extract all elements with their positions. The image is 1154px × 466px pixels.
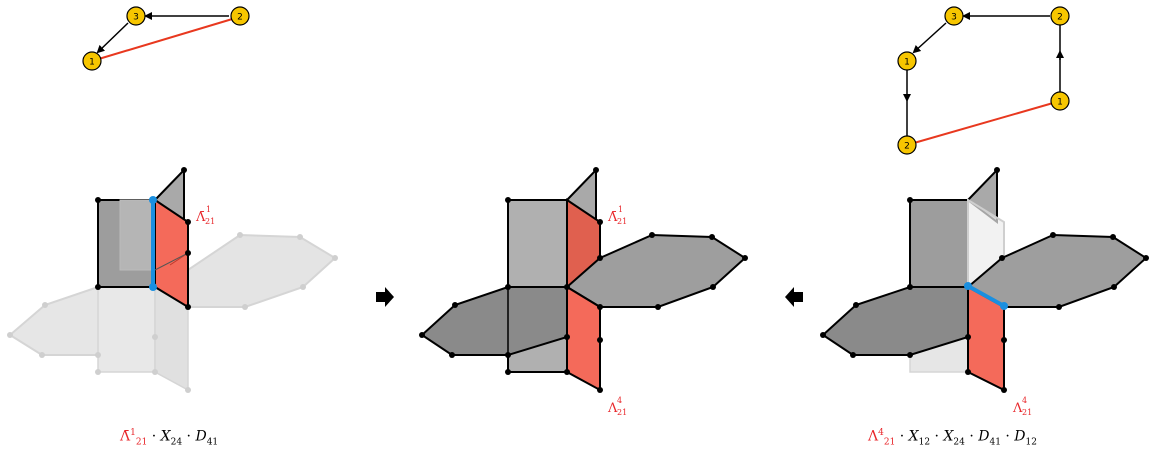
vertices-right xyxy=(820,167,1149,393)
figure-left: Λ̄ 1 21 xyxy=(7,167,338,393)
term-name: X xyxy=(943,428,954,445)
blue-vertex-bottom xyxy=(149,283,157,291)
term-sub: 12 xyxy=(918,437,931,448)
svg-text:4: 4 xyxy=(617,396,622,405)
label-right-bottom: Λ 4 21 xyxy=(1012,396,1032,417)
svg-text:1: 1 xyxy=(618,205,623,214)
blue-edge xyxy=(967,284,1005,308)
svg-text:2: 2 xyxy=(237,13,243,23)
term-sub: 24 xyxy=(170,437,183,448)
faded-lower-box xyxy=(97,286,156,373)
svg-text:Λ: Λ xyxy=(1012,401,1023,416)
svg-text:Λ̄: Λ̄ xyxy=(195,210,206,225)
term-name: X xyxy=(908,428,919,445)
node-2: 2 xyxy=(230,6,250,26)
node-1-right: 1 xyxy=(1050,91,1070,111)
formula-left-sup: 1 xyxy=(130,428,136,438)
vertices-left xyxy=(95,167,191,310)
svg-text:21: 21 xyxy=(1022,408,1032,417)
node-3: 3 xyxy=(944,6,964,26)
node-1: 1 xyxy=(82,51,102,71)
label-center-bottom: Λ 4 21 xyxy=(607,396,627,417)
formula-right-symbol: Λ xyxy=(868,428,879,445)
arrow-right-icon xyxy=(376,287,394,307)
blue-vertex-left xyxy=(964,282,972,290)
term-sub: 12 xyxy=(1025,437,1037,448)
figure-center: Λ̄ 1 21 Λ 4 21 xyxy=(419,167,748,417)
term-sub: 41 xyxy=(206,437,219,448)
blue-vertex-right xyxy=(1000,302,1008,310)
label-center-top: Λ̄ 1 21 xyxy=(607,205,627,226)
formula-right-sub: 21 xyxy=(883,437,896,448)
formula-left-sub: 21 xyxy=(135,437,148,448)
formula-right: Λ421 · X12 · X24 · D41 · D12 xyxy=(868,428,1037,448)
edge-1-2-highlight xyxy=(91,16,240,62)
edge-3-1 xyxy=(912,22,947,54)
term-sub: 41 xyxy=(989,437,1001,448)
formula-left: Λ̄121 · X24 · D41 xyxy=(120,428,219,448)
graph-left: 3 2 1 xyxy=(82,6,250,71)
svg-text:1: 1 xyxy=(206,205,211,214)
vertices-center xyxy=(419,167,748,393)
svg-text:Λ: Λ xyxy=(607,401,618,416)
term-name: D xyxy=(1014,428,1026,445)
svg-text:21: 21 xyxy=(205,217,215,226)
edge-3-1 xyxy=(96,22,129,54)
formula-right-sup: 4 xyxy=(878,428,884,438)
svg-text:1: 1 xyxy=(89,58,95,68)
svg-text:21: 21 xyxy=(617,408,627,417)
svg-text:2: 2 xyxy=(904,142,910,152)
svg-text:1: 1 xyxy=(1057,98,1063,108)
term-name: D xyxy=(978,428,990,445)
label-left-wall: Λ̄ 1 21 xyxy=(195,205,215,226)
term-name: D xyxy=(195,428,207,445)
svg-text:21: 21 xyxy=(617,217,627,226)
svg-text:Λ̄: Λ̄ xyxy=(607,210,618,225)
faded-vertices xyxy=(7,232,338,393)
node-3: 3 xyxy=(126,6,146,26)
gray-inner-wall xyxy=(119,199,156,271)
gray-back-wall xyxy=(909,199,969,288)
svg-text:2: 2 xyxy=(1057,13,1063,23)
formula-left-symbol: Λ̄ xyxy=(120,428,131,445)
svg-text:3: 3 xyxy=(951,13,957,23)
edge-2-1-highlight xyxy=(906,100,1061,146)
blue-vertex-top xyxy=(149,196,157,204)
node-2-bottom: 2 xyxy=(897,135,917,155)
svg-text:4: 4 xyxy=(1022,396,1027,405)
term-sub: 24 xyxy=(953,437,965,448)
svg-text:1: 1 xyxy=(904,58,910,68)
arrow-left-icon xyxy=(785,287,803,307)
svg-text:3: 3 xyxy=(133,13,139,23)
figure-right: Λ 4 21 xyxy=(820,167,1149,417)
red-panel-fold xyxy=(154,252,189,271)
graph-right: 3 2 1 1 2 xyxy=(897,6,1070,155)
node-2-top: 2 xyxy=(1050,6,1070,26)
term-name: X xyxy=(160,428,171,445)
node-1-left: 1 xyxy=(897,51,917,71)
